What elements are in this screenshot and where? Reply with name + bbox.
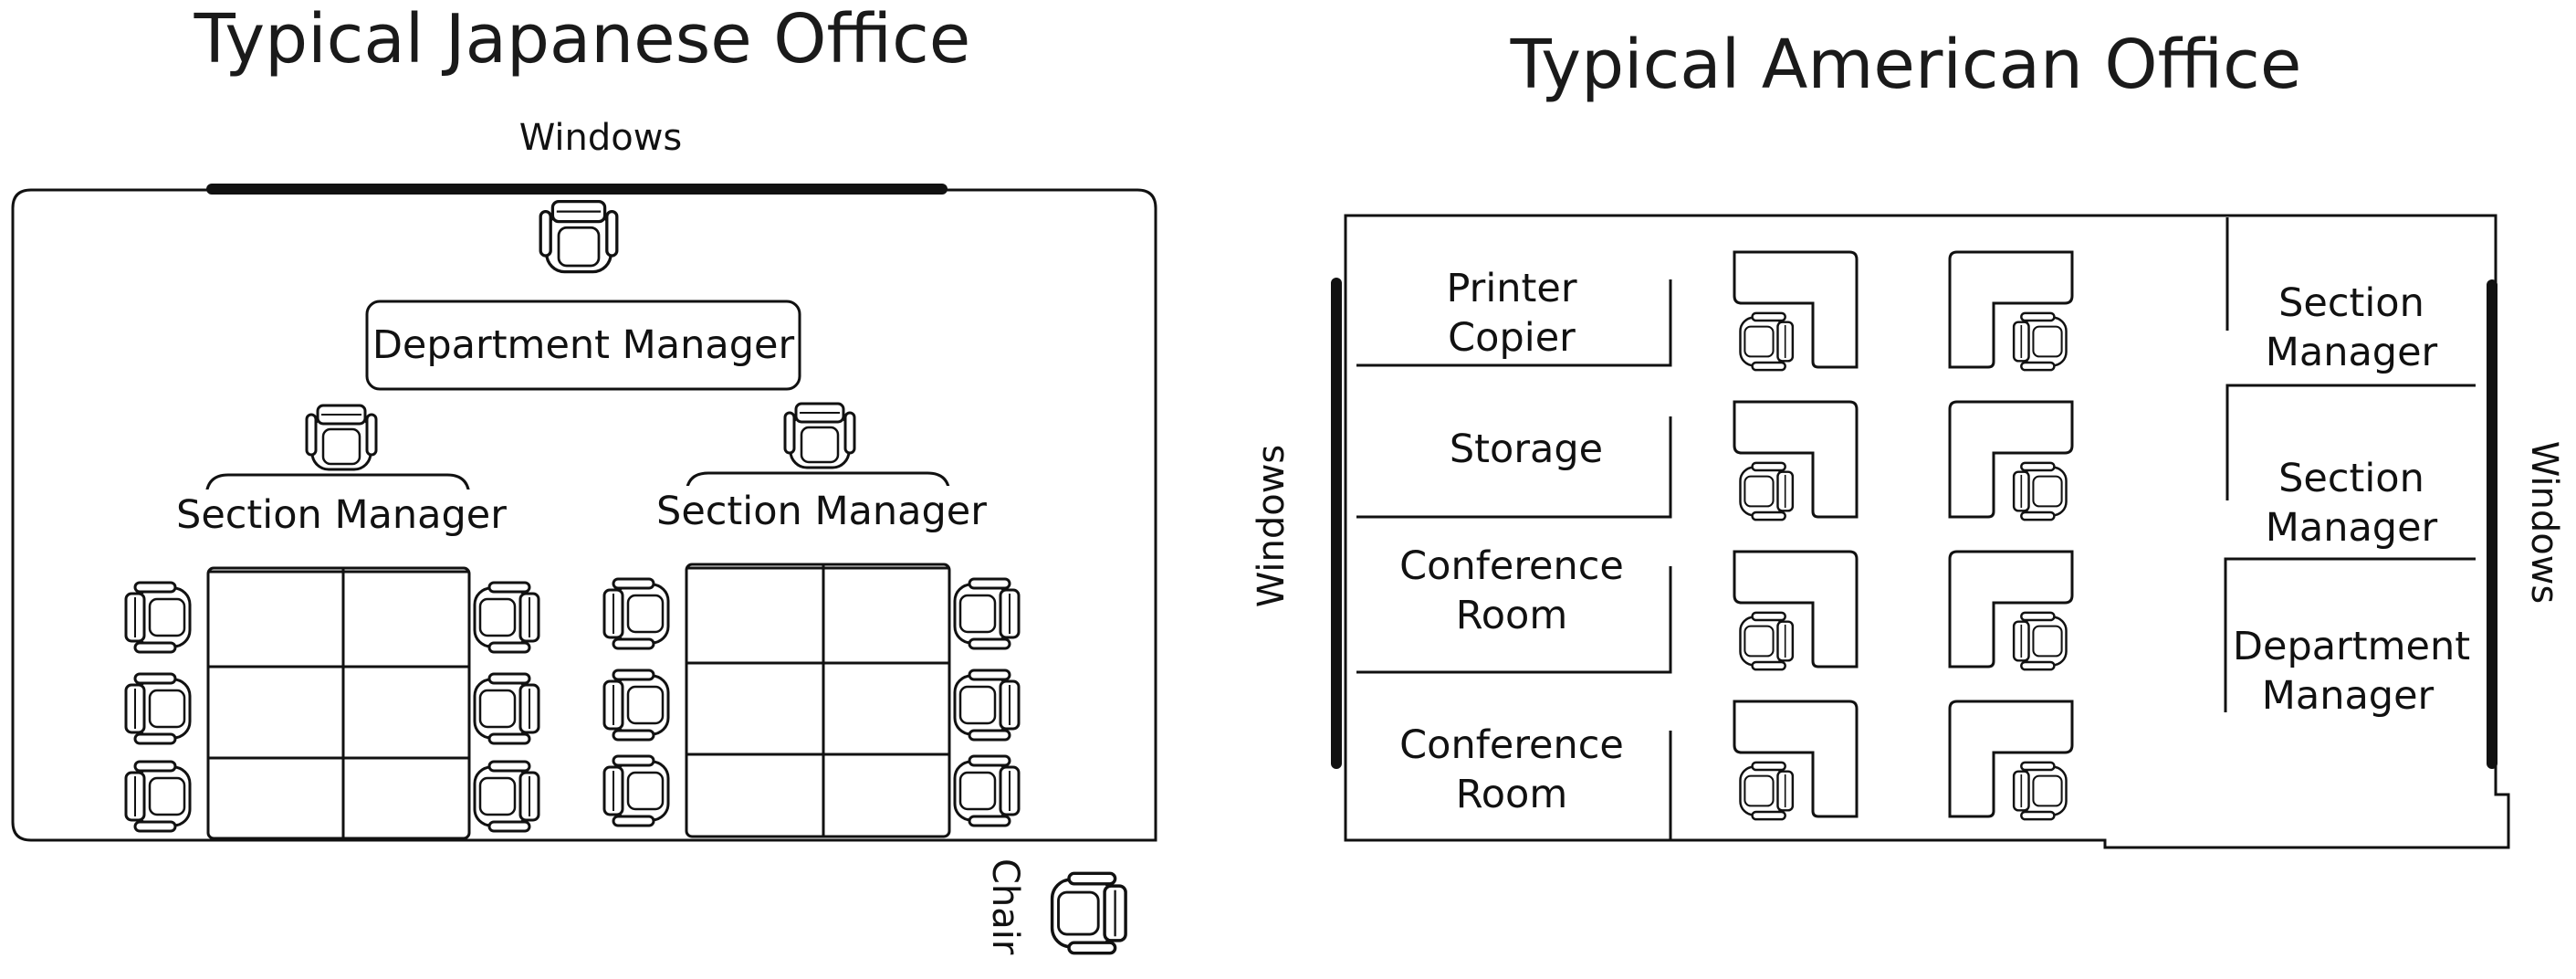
desk-icon [1734, 552, 1857, 669]
department-manager-label-a: Department [2233, 624, 2470, 669]
section-manager-right-label: Section Manager [656, 489, 987, 534]
department-manager-label-b: Manager [2262, 673, 2435, 719]
desk-icon [1734, 701, 1857, 819]
desk-icon [1950, 402, 2072, 520]
conference1-label-a: Conference [1399, 543, 1624, 589]
conference2-label-b: Room [1456, 772, 1567, 817]
chair-icon [475, 583, 539, 652]
japanese-windows-label: Windows [519, 117, 683, 159]
american-windows-left-label: Windows [1251, 445, 1293, 608]
left-desk-cluster [206, 566, 471, 840]
cubicle-column-1 [1734, 252, 1857, 819]
conference1-label-b: Room [1456, 593, 1567, 638]
right-desk-cluster [685, 563, 951, 838]
chair-icon [604, 756, 668, 826]
department-manager-label: Department Manager [372, 322, 795, 368]
section-manager-right-chair-icon [785, 404, 854, 468]
japanese-office: Typical Japanese Office Windows Departme… [11, 0, 1157, 955]
chair-legend-label: Chair [984, 858, 1026, 955]
storage-label: Storage [1450, 426, 1603, 472]
chair-legend-icon [1052, 873, 1126, 953]
section-manager-left-label: Section Manager [176, 492, 507, 538]
section-manager-right-desk [685, 471, 951, 496]
american-windows-right-label: Windows [2523, 441, 2565, 605]
chair-icon [126, 674, 190, 743]
section-manager1-label-a: Section [2278, 280, 2424, 326]
japanese-room-outline [11, 188, 1157, 842]
chair-icon [604, 670, 668, 740]
desk-icon [1950, 252, 2072, 370]
section-manager-office-2 [2225, 384, 2476, 500]
chair-icon [126, 762, 190, 831]
desk-icon [1734, 402, 1857, 520]
conference2-label-a: Conference [1399, 722, 1624, 768]
department-manager-desk [365, 300, 801, 391]
cubicle-column-2 [1950, 252, 2072, 819]
chair-icon [475, 762, 539, 831]
section-manager2-label-a: Section [2278, 456, 2424, 501]
chair-icon [955, 579, 1019, 648]
conference-room-1 [1356, 566, 1672, 674]
japanese-office-title: Typical Japanese Office [194, 0, 971, 79]
chair-icon [955, 756, 1019, 826]
section-manager1-label-b: Manager [2266, 330, 2438, 375]
department-manager-chair-icon [540, 202, 617, 272]
section-manager-left-desk [204, 473, 471, 499]
printer-copier-room [1356, 279, 1672, 367]
american-office: Typical American Office Windows Windows … [1251, 26, 2565, 849]
copier-label: Copier [1448, 315, 1576, 361]
chair-icon [604, 579, 668, 648]
desk-icon [1950, 701, 2072, 819]
section-manager-left-chair-icon [307, 405, 376, 469]
department-manager-office [2224, 557, 2476, 712]
storage-room [1356, 416, 1672, 519]
printer-label: Printer [1446, 266, 1576, 311]
chair-icon [126, 583, 190, 652]
section-manager2-label-b: Manager [2266, 505, 2438, 551]
desk-icon [1734, 252, 1857, 370]
desk-icon [1950, 552, 2072, 669]
chair-icon [955, 670, 1019, 740]
chair-icon [475, 674, 539, 743]
american-office-title: Typical American Office [1510, 26, 2302, 104]
